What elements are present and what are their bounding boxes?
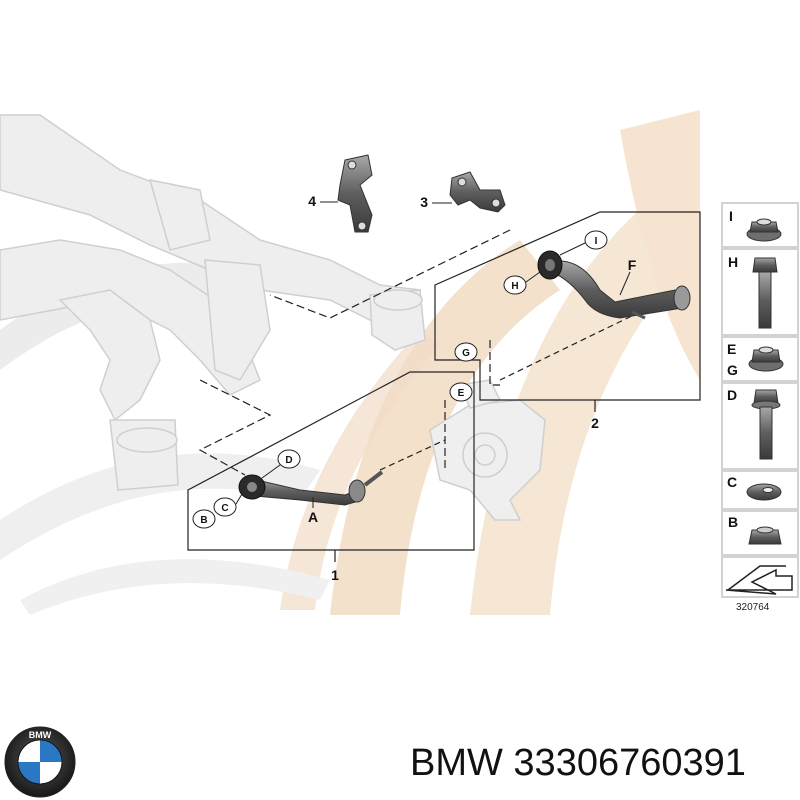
sidebar-label-e: E [727, 341, 736, 357]
group-label-1: 1 [331, 567, 339, 583]
logo-letters: BMW [29, 730, 52, 740]
group-label-3: 3 [420, 194, 428, 210]
part-label-c: C [221, 503, 228, 514]
direction-arrow-icon [725, 565, 793, 595]
eccentric-nut-icon [748, 526, 782, 545]
part-label-a: A [308, 509, 318, 525]
sidebar-label-c: C [727, 474, 737, 490]
sidebar-label-i: I [729, 208, 733, 224]
diagram-id: 320764 [736, 602, 770, 613]
part-labels [192, 230, 631, 529]
group-labels: 4 3 2 1 [308, 193, 599, 583]
part-label-f: F [628, 257, 637, 273]
sidebar-label-b: B [728, 514, 738, 530]
flange-bolt-icon [751, 389, 781, 460]
hex-nut-icon [748, 346, 784, 372]
eccentric-washer-icon [746, 483, 782, 501]
flange-nut-icon [746, 218, 782, 242]
sidebar-label-d: D [727, 387, 737, 403]
hardware-sidebar: I H E G D C [721, 202, 799, 613]
part-caption: BMW 33306760391 [410, 742, 746, 784]
bracket-part-3 [449, 171, 506, 213]
control-arm-a [238, 470, 384, 506]
part-label-text: I H G E D C B F A [200, 236, 636, 526]
part-label-h: H [511, 281, 518, 292]
part-label-i: I [595, 236, 598, 247]
sidebar-label-h: H [728, 254, 738, 270]
part-label-b: B [200, 515, 207, 526]
part-label-e: E [458, 388, 465, 399]
long-bolt-icon [752, 257, 778, 329]
group-label-2: 2 [591, 415, 599, 431]
sidebar-cell-c [721, 470, 799, 510]
part-label-g: G [462, 348, 470, 359]
control-arm-f [537, 250, 691, 320]
bracket-part-4 [337, 154, 373, 233]
assembly-outlines [187, 211, 701, 562]
part-label-d: D [285, 455, 292, 466]
sidebar-label-g: G [727, 362, 738, 378]
rear-subframe [0, 114, 426, 491]
group-label-4: 4 [308, 193, 316, 209]
bmw-logo-icon: BMW [4, 726, 76, 798]
